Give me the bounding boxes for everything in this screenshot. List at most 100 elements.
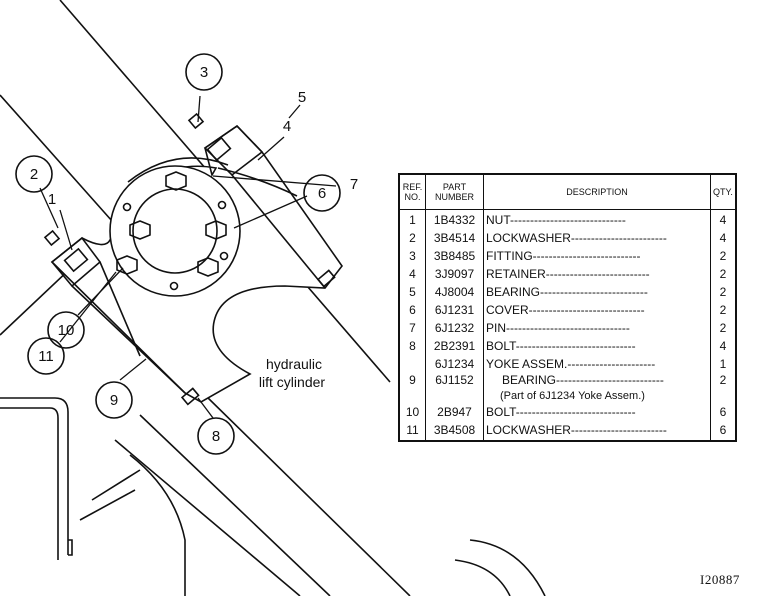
callout-7: 7 — [350, 176, 358, 193]
fitting — [43, 229, 61, 247]
table-header-row: REF. NO. PART NUMBER DESCRIPTION QTY. — [398, 173, 737, 210]
callout-balloon-10 — [47, 311, 85, 349]
qty-cell: 4 — [709, 338, 737, 356]
yoke-edge — [231, 174, 326, 289]
callout-4: 4 — [283, 118, 291, 135]
desc-note: (Part of 6J1234 Yoke Assem.) — [500, 390, 645, 402]
callout-3: 3 — [200, 64, 208, 81]
callout-1: 1 — [48, 191, 56, 208]
leader-line — [59, 209, 73, 251]
leader-line — [197, 95, 201, 123]
callout-10: 10 — [58, 322, 75, 339]
note-line-2: lift cylinder — [259, 374, 325, 390]
qty-cell: 4 — [709, 209, 737, 230]
ref-cell: 8 — [398, 338, 426, 356]
part-number-cell: 6J1232 — [425, 320, 484, 338]
bolt-head — [129, 220, 151, 240]
callout-balloon-3 — [185, 53, 223, 91]
callout-5: 5 — [298, 89, 306, 106]
part-number-bearing: 6J1152 — [435, 373, 474, 387]
header-part-number: PART NUMBER — [425, 173, 484, 210]
right-lug — [203, 124, 264, 177]
bolt-hole — [219, 251, 229, 261]
callout-11: 11 — [38, 348, 54, 365]
yoke-edge — [99, 261, 141, 357]
description-cell: COVER----------------------------- — [483, 302, 711, 320]
desc-bearing: BEARING--------------------------- — [502, 373, 664, 387]
table-row: 1 1B4332 NUT----------------------------… — [398, 209, 737, 230]
ref-cell: 9 — [398, 356, 426, 404]
description-cell: LOCKWASHER------------------------ — [483, 422, 711, 441]
bolt-end — [180, 387, 200, 406]
table-row: 4 3J9097 RETAINER-----------------------… — [398, 266, 737, 284]
part-number-cell: 3B4514 — [425, 230, 484, 248]
bolt-hole — [169, 281, 179, 291]
note-line-1: hydraulic — [266, 356, 322, 372]
header-ref-no: REF. NO. — [398, 173, 426, 210]
part-number-cell: 3B8485 — [425, 248, 484, 266]
ref-cell: 4 — [398, 266, 426, 284]
table-row: 9 6J1234 6J1152 YOKE ASSEM.-------------… — [398, 356, 737, 404]
frame-bracket — [0, 397, 69, 560]
callout-balloon-11 — [27, 337, 65, 375]
part-number-cell: 3B4508 — [425, 422, 484, 441]
header-qty: QTY. — [709, 173, 737, 210]
qty-cell: 2 — [709, 266, 737, 284]
qty-cell: 6 — [709, 422, 737, 441]
leader-line — [233, 195, 308, 229]
table-row: 3 3B8485 FITTING------------------------… — [398, 248, 737, 266]
qty-cell: 2 — [709, 302, 737, 320]
header-description: DESCRIPTION — [483, 173, 711, 210]
part-number-cell: 4J8004 — [425, 284, 484, 302]
bolt-head — [205, 220, 227, 240]
frame-bracket — [68, 539, 73, 556]
ref-cell: 10 — [398, 404, 426, 422]
leader-line — [59, 271, 117, 343]
leader-line — [212, 175, 337, 187]
frame-curve — [454, 539, 546, 596]
part-number-cell: 1B4332 — [425, 209, 484, 230]
nut — [206, 136, 232, 162]
ref-cell: 2 — [398, 230, 426, 248]
description-cell: RETAINER-------------------------- — [483, 266, 711, 284]
fitting — [187, 112, 205, 130]
part-number-cell: 2B947 — [425, 404, 484, 422]
bolt-hole — [122, 202, 132, 212]
qty-cell: 1 2 — [709, 356, 737, 404]
description-cell: FITTING--------------------------- — [483, 248, 711, 266]
bolt-end — [316, 269, 336, 288]
bolt-hole — [217, 200, 227, 210]
frame-line — [0, 94, 121, 231]
leader-line — [257, 136, 285, 161]
qty-yoke: 1 — [719, 357, 727, 371]
table-row: 11 3B4508 LOCKWASHER--------------------… — [398, 422, 737, 441]
description-cell: NUT----------------------------- — [483, 209, 711, 230]
callout-balloon-6 — [303, 174, 341, 212]
table-row: 6 6J1231 COVER--------------------------… — [398, 302, 737, 320]
description-cell: YOKE ASSEM.---------------------- BEARIN… — [483, 356, 711, 404]
table-row: 2 3B4514 LOCKWASHER---------------------… — [398, 230, 737, 248]
qty-cell: 2 — [709, 248, 737, 266]
callout-balloon-9 — [95, 381, 133, 419]
part-number-cell: 6J1231 — [425, 302, 484, 320]
parts-list-table: REF. NO. PART NUMBER DESCRIPTION QTY. 1 … — [398, 173, 737, 442]
frame-line — [114, 439, 301, 596]
callout-6: 6 — [318, 185, 326, 202]
description-cell: LOCKWASHER------------------------ — [483, 230, 711, 248]
qty-cell: 6 — [709, 404, 737, 422]
bolt-head — [165, 171, 187, 191]
bolt-head — [197, 257, 219, 277]
ref-cell: 11 — [398, 422, 426, 441]
table-row: 10 2B947 BOLT---------------------------… — [398, 404, 737, 422]
leader-line — [39, 187, 59, 229]
callout-9: 9 — [110, 392, 118, 409]
desc-yoke: YOKE ASSEM.---------------------- — [486, 357, 656, 371]
callout-balloon-8 — [197, 417, 235, 455]
ref-cell: 3 — [398, 248, 426, 266]
leader-line — [288, 104, 301, 119]
bearing-bore — [132, 188, 218, 274]
leader-line — [119, 358, 147, 381]
ref-cell: 1 — [398, 209, 426, 230]
nut — [63, 247, 89, 273]
